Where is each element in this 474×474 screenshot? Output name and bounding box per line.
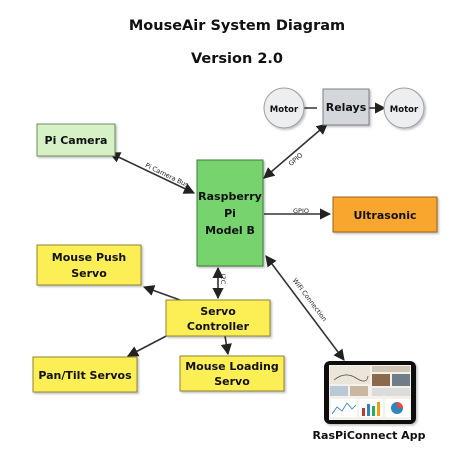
servo-controller-label-line2: Controller — [187, 320, 250, 333]
raspberry-pi-label-line3: Model B — [205, 224, 255, 237]
mouse-loading-servo-label-line1: Mouse Loading — [185, 360, 279, 373]
motor-right-label: Motor — [390, 105, 419, 115]
ultrasonic-label: Ultrasonic — [353, 209, 416, 222]
motor-left-label: Motor — [270, 105, 299, 115]
mouse-push-servo-node: Mouse Push Servo — [36, 244, 142, 286]
edge-controller-mouse-push — [142, 285, 181, 301]
mouse-push-servo-label-line1: Mouse Push — [52, 251, 126, 264]
pan-tilt-servos-label: Pan/Tilt Servos — [38, 369, 132, 382]
relays-label: Relays — [326, 101, 367, 114]
motor-left-node: Motor — [263, 87, 305, 129]
raspberry-pi-node: Raspberry Pi Model B — [196, 159, 264, 267]
edge-label-pi-camera-bus: Pi Camera Bus — [144, 161, 190, 189]
edge-label-wifi: WiFi Connection — [291, 277, 329, 323]
pan-tilt-servos-node: Pan/Tilt Servos — [32, 356, 138, 393]
pi-camera-node: Pi Camera — [36, 123, 116, 157]
servo-controller-label-line1: Servo — [200, 305, 236, 318]
relays-node: Relays — [322, 88, 370, 126]
raspberry-pi-label-line1: Raspberry — [198, 190, 262, 203]
edge-pi-relays — [263, 123, 328, 179]
edge-controller-mouse-loading — [220, 335, 232, 356]
raspberry-pi-label-line2: Pi — [224, 207, 236, 220]
edge-label-gpio-ultrasonic: GPIO — [293, 207, 309, 215]
ultrasonic-node: Ultrasonic — [332, 196, 438, 233]
tablet-icon — [324, 361, 416, 424]
edge-camera-pi — [108, 152, 196, 194]
pi-camera-label: Pi Camera — [45, 134, 108, 147]
edge-label-gpio-relays: GPIO — [287, 151, 304, 168]
motor-right-node: Motor — [383, 87, 425, 129]
raspiconnect-app-node: RasPiConnect App — [313, 361, 426, 442]
edge-controller-pan-tilt — [127, 332, 173, 357]
diagram-title: MouseAir System Diagram — [129, 18, 345, 34]
raspiconnect-app-label: RasPiConnect App — [313, 429, 426, 442]
mouse-push-servo-label-line2: Servo — [71, 267, 107, 280]
edge-pi-app-wifi — [265, 255, 345, 361]
servo-controller-node: Servo Controller — [165, 299, 271, 337]
edge-label-i2c: I2C — [219, 274, 227, 285]
mouse-loading-servo-label-line2: Servo — [214, 375, 250, 388]
mouse-loading-servo-node: Mouse Loading Servo — [179, 355, 285, 392]
diagram-subtitle: Version 2.0 — [191, 51, 283, 67]
